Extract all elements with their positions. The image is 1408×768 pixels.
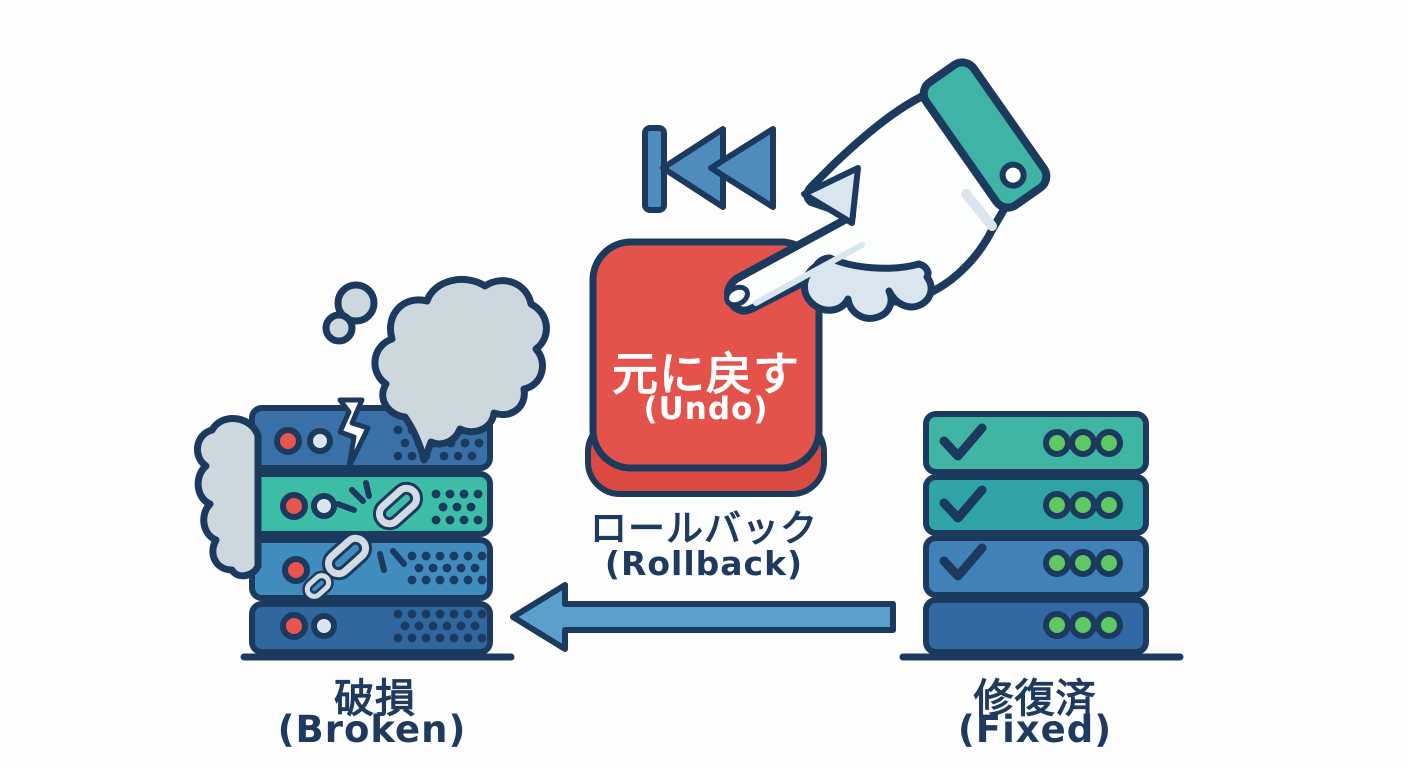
rollback-label-en: (Rollback) bbox=[604, 544, 804, 583]
undo-button-label-jp: 元に戻す bbox=[612, 347, 800, 401]
rollback-arrow bbox=[510, 582, 896, 652]
undo-button-label-en: (Undo) bbox=[643, 391, 769, 427]
rewind-icon bbox=[642, 125, 776, 213]
fixed-server-label-jp: 修復済 bbox=[973, 676, 1097, 722]
thumb bbox=[801, 165, 861, 226]
cuff bbox=[919, 58, 1051, 212]
broken-chain-icon bbox=[302, 480, 424, 602]
break-spark-lines bbox=[335, 480, 407, 573]
cuff-button bbox=[999, 161, 1027, 189]
broken-server-unit-4 bbox=[249, 601, 493, 655]
led-lights-fixed bbox=[1043, 429, 1123, 639]
smoke-cloud-left bbox=[194, 415, 262, 580]
broken-server-graphic bbox=[194, 275, 550, 655]
broken-server-label-en: (Broken) bbox=[277, 708, 467, 751]
fixed-server-graphic bbox=[923, 411, 1149, 655]
finger-shade bbox=[753, 242, 865, 306]
pointing-hand-icon bbox=[723, 58, 1051, 322]
broken-server-label-jp: 破損 bbox=[334, 676, 416, 722]
arm-shade bbox=[961, 189, 997, 231]
smoke-puff-small-2 bbox=[322, 311, 356, 345]
smoke-puff-small-1 bbox=[334, 281, 378, 325]
check-icons bbox=[939, 423, 987, 581]
check-icon bbox=[939, 485, 987, 523]
knuckles bbox=[801, 254, 935, 322]
check-icon bbox=[939, 543, 987, 581]
led-lights-broken bbox=[274, 427, 337, 640]
fixed-server-unit-4 bbox=[923, 597, 1149, 655]
smoke-cloud-big bbox=[371, 275, 550, 464]
rollback-label-jp: ロールバック bbox=[590, 507, 818, 550]
fixed-server-label-en: (Fixed) bbox=[957, 708, 1113, 751]
check-icon bbox=[939, 423, 987, 461]
smoke-icon bbox=[194, 275, 550, 580]
fingernail bbox=[724, 284, 750, 308]
crack-icon bbox=[337, 397, 371, 470]
